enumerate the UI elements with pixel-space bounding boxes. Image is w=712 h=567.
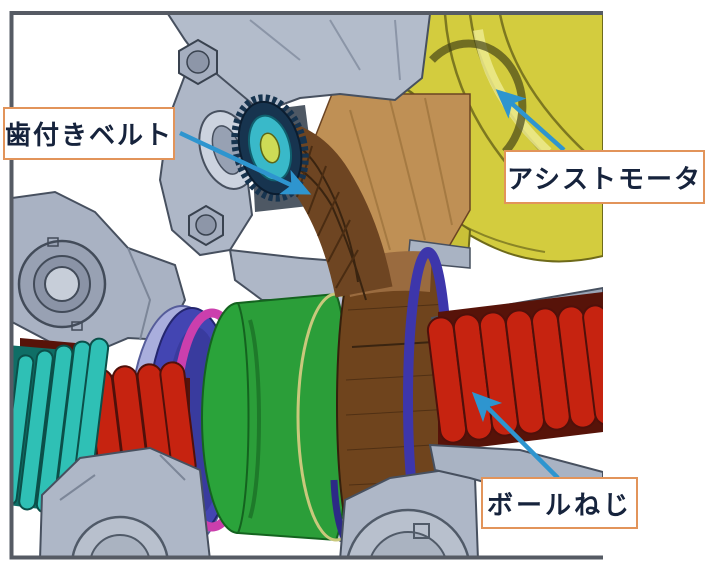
- housing-left-boss: [13, 190, 187, 354]
- motor-pulley: [231, 94, 309, 202]
- arrow-toothed-belt: [179, 130, 312, 195]
- image-frame: [9, 11, 603, 560]
- hex-bolt-upper: [178, 38, 218, 86]
- ball-screw-right: [426, 292, 603, 452]
- arrow-ball-screw: [471, 391, 560, 480]
- callout-toothed-belt: 歯付きベルト: [3, 107, 175, 160]
- housing-bracket: [158, 15, 471, 301]
- callout-ball-screw: ボールねじ: [481, 477, 638, 529]
- arrow-assist-motor: [495, 89, 566, 152]
- callout-assist-motor: アシストモータ: [504, 150, 705, 204]
- hex-bolt-lower: [188, 204, 224, 247]
